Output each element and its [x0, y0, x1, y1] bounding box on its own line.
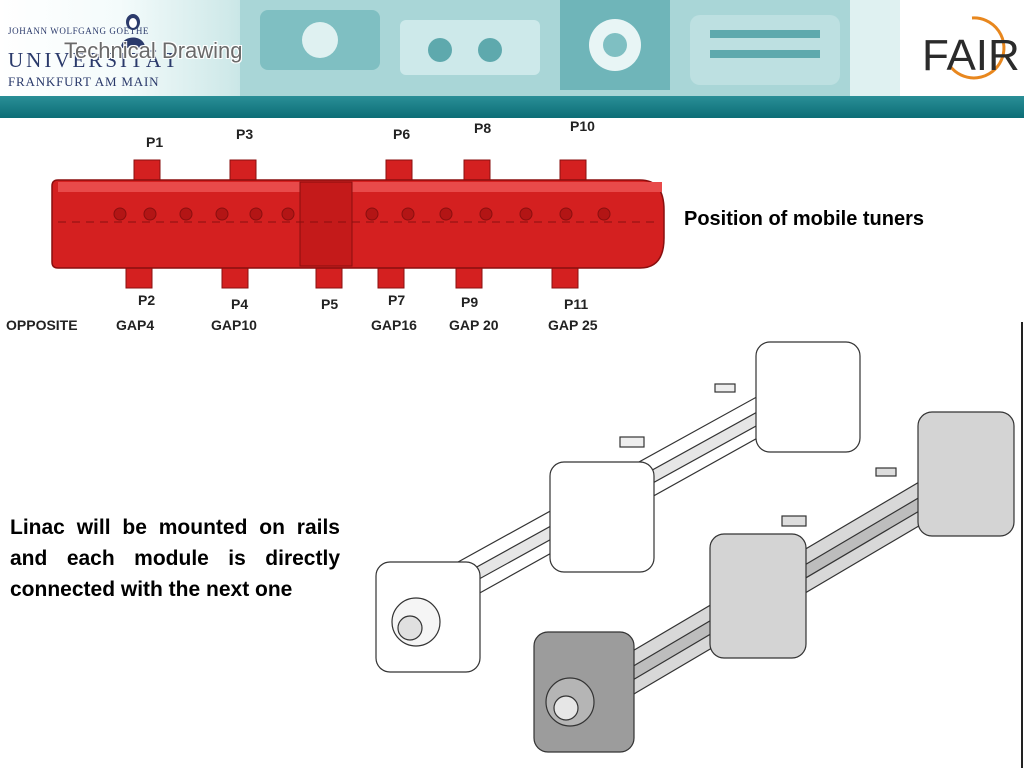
university-name-line3: FRANKFURT AM MAIN: [8, 74, 160, 89]
tuner-label-p10: P10: [570, 118, 595, 134]
university-name-line1: JOHANN WOLFGANG GOETHE: [8, 26, 150, 36]
tuner-label-p2: P2: [138, 292, 156, 308]
tuner-label-p1: P1: [146, 134, 164, 150]
tuner-label-p8: P8: [474, 120, 492, 136]
tuner-label-p4: P4: [231, 296, 249, 312]
gap-row-label: OPPOSITE: [6, 317, 78, 333]
fair-logo: FAIR: [922, 16, 1020, 80]
header-band: [0, 96, 1024, 118]
slide-title: Technical Drawing: [64, 38, 243, 63]
tuner-label-p9: P9: [461, 294, 479, 310]
fair-logo-text: FAIR: [922, 31, 1020, 80]
tuner-label-p3: P3: [236, 126, 254, 142]
header-machine-photo: [240, 0, 900, 96]
tank-tuner-diagram: P1 P3 P6 P8 P10 P2 P4 P5 P7 P9 P11 OPPOS…: [0, 118, 680, 340]
header-banner: JOHANN WOLFGANG GOETHE UNIVERSITÄT FRANK…: [0, 0, 1024, 118]
university-name-line2: UNIVERSITÄT: [8, 48, 180, 72]
gap-label-16: GAP16: [371, 317, 417, 333]
tuners-caption: Position of mobile tuners: [684, 208, 925, 230]
gap-label-10: GAP10: [211, 317, 257, 333]
tuner-label-p6: P6: [393, 126, 411, 142]
tank-drawing: [51, 159, 665, 289]
tuner-label-p11: P11: [564, 296, 589, 312]
gap-label-4: GAP4: [116, 317, 155, 333]
linac-modules-drawing: [375, 341, 1015, 753]
gap-label-25: GAP 25: [548, 317, 598, 333]
linac-mounting-text: Linac will be mounted on rails and each …: [10, 516, 340, 601]
figure-border-line: [1021, 322, 1023, 768]
tuner-label-p5: P5: [321, 296, 339, 312]
university-logo: JOHANN WOLFGANG GOETHE UNIVERSITÄT FRANK…: [8, 12, 198, 92]
gap-label-20: GAP 20: [449, 317, 499, 333]
tuner-label-p7: P7: [388, 292, 406, 308]
goethe-portrait-icon: [121, 14, 145, 48]
